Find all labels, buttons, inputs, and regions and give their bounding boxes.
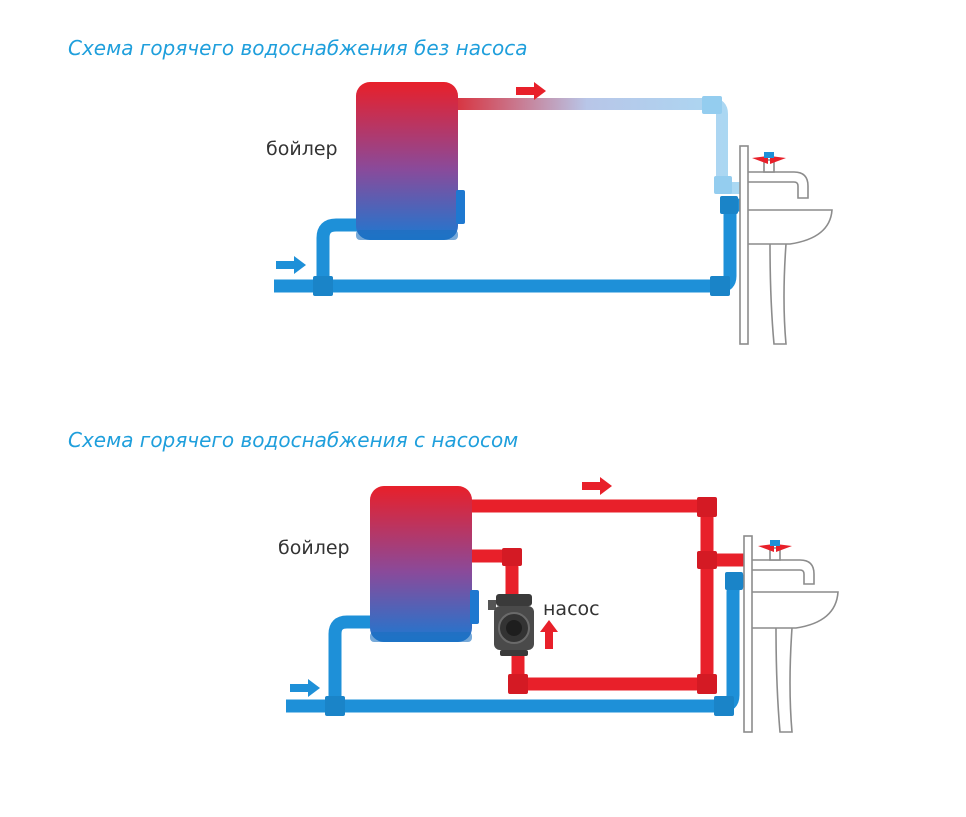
sink-2 bbox=[743, 535, 839, 733]
hot-pipe-1 bbox=[455, 98, 748, 194]
hot-elbow-fitting-2b bbox=[697, 674, 717, 694]
hot-elbow-fitting-2c bbox=[508, 674, 528, 694]
hot-flow-arrow-2 bbox=[582, 477, 612, 495]
scheme-2-title: Схема горячего водоснабжения с насосом bbox=[68, 428, 519, 452]
boiler-2 bbox=[370, 486, 479, 642]
faucet-handle-2 bbox=[758, 540, 792, 552]
cold-tee-fitting-1 bbox=[313, 276, 333, 296]
cold-elbow-fitting-1 bbox=[710, 276, 730, 296]
cold-flow-arrow-1 bbox=[276, 256, 306, 274]
scheme-1-title: Схема горячего водоснабжения без насоса bbox=[68, 36, 528, 60]
hot-elbow-fitting-2d bbox=[502, 548, 522, 566]
hot-elbow-fitting-1 bbox=[702, 96, 722, 114]
boiler-label-2: бойлер bbox=[278, 537, 350, 559]
hot-elbow-fitting-2a bbox=[697, 497, 717, 517]
hot-flow-arrow-1 bbox=[516, 82, 546, 100]
cold-elbow-fitting-1b bbox=[720, 196, 738, 214]
faucet-handle-1 bbox=[752, 152, 786, 164]
sink-1 bbox=[739, 145, 833, 345]
cold-pipe-1 bbox=[274, 198, 748, 293]
cold-flow-arrow-2 bbox=[290, 679, 320, 697]
boiler-label-1: бойлер bbox=[266, 138, 338, 160]
scheme-1 bbox=[274, 82, 833, 345]
scheme-2 bbox=[286, 477, 839, 733]
hot-elbow-fitting-1b bbox=[714, 176, 732, 194]
pump-label: насос bbox=[543, 598, 600, 620]
boiler-1 bbox=[356, 82, 465, 240]
cold-elbow-fitting-2b bbox=[725, 572, 743, 590]
circulation-pump bbox=[488, 594, 534, 656]
cold-elbow-fitting-2 bbox=[714, 696, 734, 716]
hot-tee-fitting-2 bbox=[697, 551, 717, 569]
cold-tee-fitting-2 bbox=[325, 696, 345, 716]
pump-flow-arrow bbox=[540, 620, 558, 649]
